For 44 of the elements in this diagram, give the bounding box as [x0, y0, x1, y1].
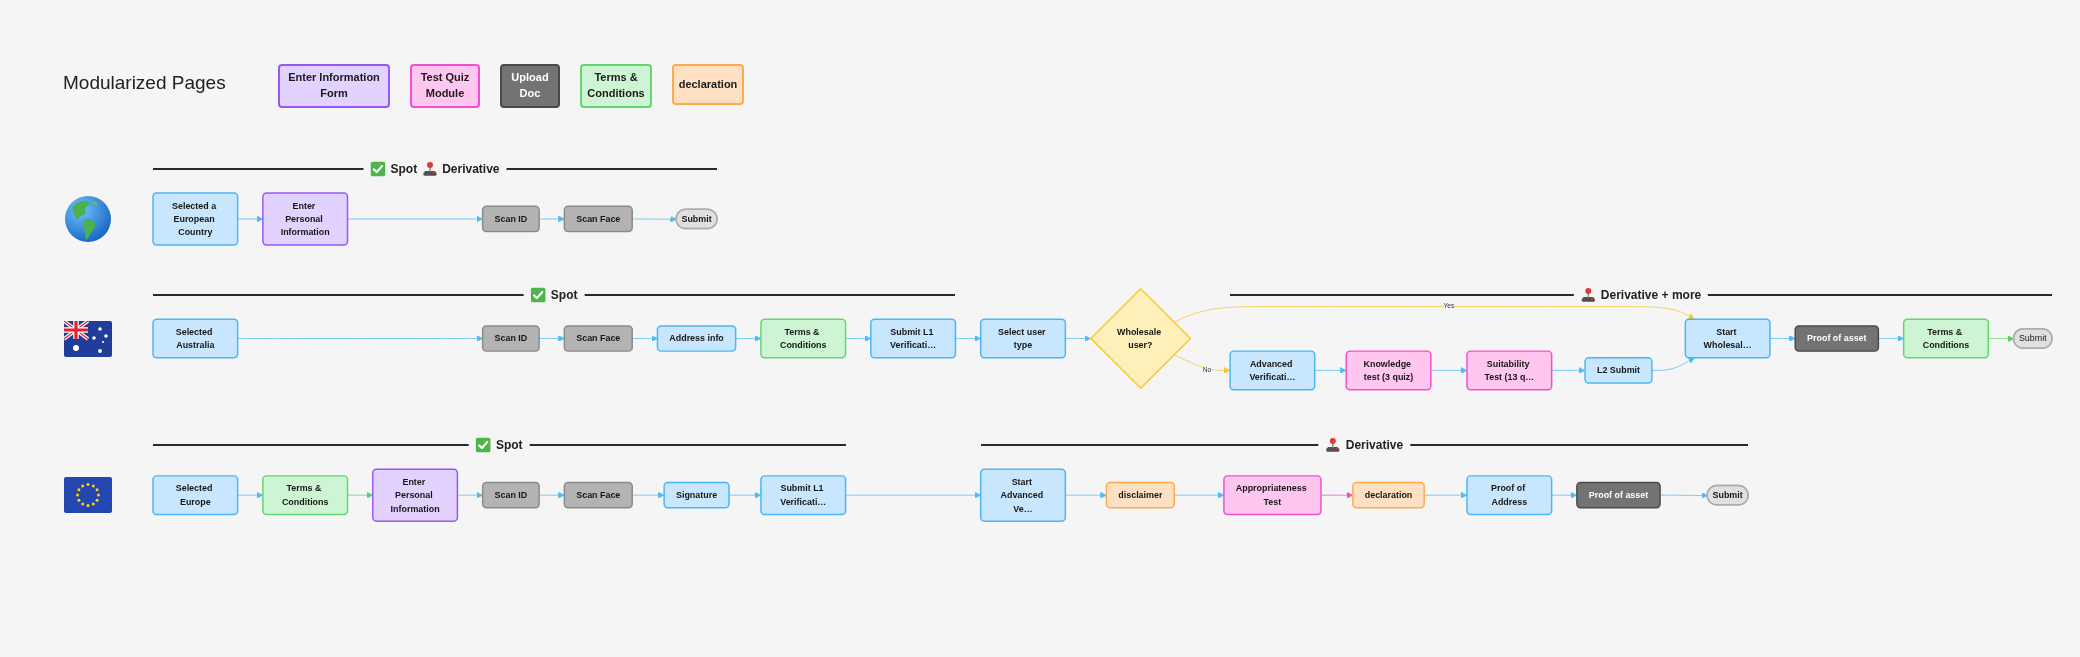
node-box: Scan Face [563, 325, 633, 352]
legend-key: declaration [672, 64, 744, 105]
node-diamond: Wholesale user? [1089, 287, 1192, 390]
node-box: Scan ID [481, 325, 540, 352]
node-box: L2 Submit [1584, 357, 1653, 384]
node-box: Selected a European Country [152, 192, 239, 246]
node-box: Knowledge test (3 quiz) [1345, 350, 1432, 391]
diagram-title: Modularized Pages [63, 72, 226, 94]
section-label: Derivative + more [1600, 288, 1702, 303]
node-box: Start Advanced Ve… [979, 468, 1067, 522]
node-box: Enter Personal Information [372, 468, 459, 522]
node-box: disclaimer [1105, 481, 1176, 509]
node-box: Submit L1 Verificati… [760, 475, 847, 516]
node-box: Scan ID [481, 205, 540, 233]
node-box: Selected Australia [152, 318, 239, 359]
section-label: Derivative [442, 161, 500, 177]
node-box: Proof of Address [1466, 475, 1553, 516]
node-box: Start Wholesal… [1684, 318, 1771, 359]
legend-key: Test Quiz Module [410, 64, 480, 108]
node-box: Submit L1 Verificati… [870, 318, 957, 359]
node-box: Terms & Conditions [1902, 318, 1990, 359]
node-box: Address info [656, 325, 737, 352]
node-box: Scan ID [481, 481, 540, 509]
node-box: Scan Face [563, 205, 633, 233]
legend-key: Upload Doc [500, 64, 560, 108]
node-box: Select user type [979, 318, 1067, 359]
node-box: Selected Europe [152, 475, 239, 516]
legend-key: Terms & Conditions [580, 64, 652, 108]
node-box: Appropriateness Test [1223, 475, 1322, 516]
node-box: Terms & Conditions [760, 318, 847, 359]
node-box: Signature [663, 481, 730, 509]
node-box: declaration [1352, 481, 1425, 509]
legend-key: Enter Information Form [278, 64, 390, 108]
node-box: Enter Personal Information [262, 192, 349, 246]
section-label: Derivative [1345, 438, 1404, 453]
section-label: Spot [495, 438, 523, 453]
node-box: Advanced Verificati… [1229, 350, 1316, 391]
node-box: Proof of asset [1794, 325, 1880, 352]
node-box: Suitability Test (13 q… [1466, 350, 1553, 391]
node-box: Proof of asset [1576, 481, 1661, 509]
section-label: Spot [390, 161, 418, 177]
node-box: Terms & Conditions [262, 475, 349, 516]
section-label: Spot [550, 288, 578, 303]
node-box: Scan Face [563, 481, 633, 509]
